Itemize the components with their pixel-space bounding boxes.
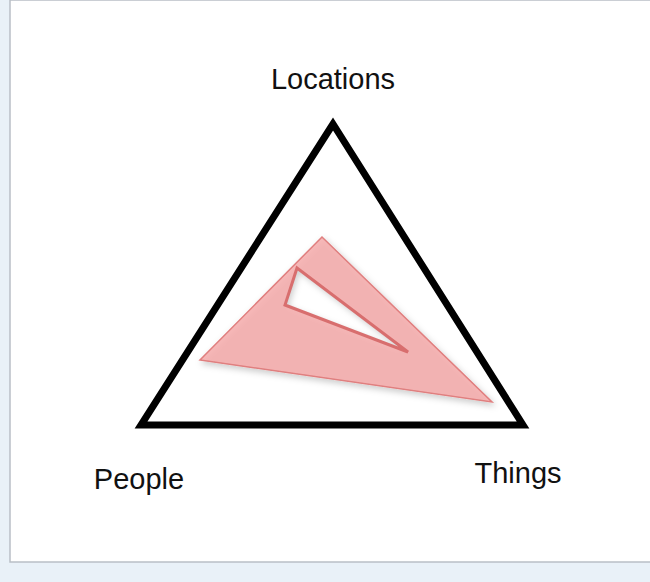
vertex-label: Locations bbox=[271, 62, 395, 97]
panel bbox=[10, 0, 650, 562]
set-square-hole bbox=[285, 268, 408, 352]
outer-triangle bbox=[141, 124, 523, 425]
vertex-label: Things bbox=[474, 456, 561, 491]
vertex-label: People bbox=[94, 462, 184, 497]
set-square bbox=[200, 237, 492, 402]
